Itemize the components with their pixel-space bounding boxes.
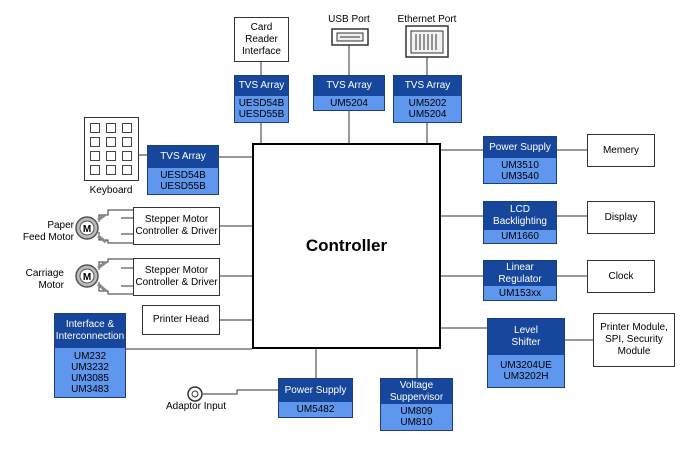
part-number: UESD54B — [238, 98, 285, 109]
keyboard-icon — [84, 117, 139, 181]
adaptor-input-icon — [187, 386, 203, 402]
motor-icon: M — [75, 261, 107, 293]
part-number: UM3510 — [501, 159, 539, 171]
motor-icon: M — [75, 214, 107, 244]
part-number: UESD55B — [160, 181, 206, 192]
controller: Controller — [252, 143, 441, 349]
block-title: TVS Array — [314, 76, 384, 96]
paper-feed-motor-label: Paper Feed Motor — [22, 220, 74, 243]
part-number: UM1660 — [501, 231, 539, 242]
stepper-motor-controller-2: Stepper Motor Controller & Driver — [133, 258, 220, 296]
part-number: UM3540 — [501, 170, 539, 182]
part-number: UM3232 — [71, 361, 109, 373]
printer-module-box: Printer Module, SPI, Security Module — [593, 313, 675, 367]
stepper-motor-controller-1: Stepper Motor Controller & Driver — [133, 207, 220, 245]
usb-port-icon — [331, 28, 369, 46]
part-number: UM153xx — [498, 287, 542, 299]
part-number: UM3085 — [71, 372, 109, 384]
block-title: Level Shifter — [488, 319, 564, 355]
ethernet-port-icon — [405, 25, 449, 58]
block-title: TVS Array — [148, 146, 218, 168]
adaptor-input-label: Adaptor Input — [165, 401, 227, 412]
power-supply-right: Power Supply UM3510 UM3540 — [483, 136, 557, 184]
level-shifter: Level Shifter UM3204UE UM3202H — [487, 318, 565, 388]
part-number: UM3483 — [71, 383, 109, 395]
part-number: UM5204 — [408, 109, 447, 120]
block-title: Linear Regulator — [484, 261, 556, 286]
linear-regulator: Linear Regulator UM153xx — [483, 260, 557, 301]
part-number: UM232 — [73, 350, 107, 362]
block-title: Voltage Suppervisor — [381, 379, 452, 404]
block-title: LCD Backlighting — [484, 202, 556, 230]
power-supply-bottom: Power Supply UM5482 — [278, 378, 353, 418]
part-number: UM810 — [400, 417, 433, 428]
block-title: Power Supply — [279, 379, 352, 402]
tvs-array-card-reader: TVS Array UESD54B UESD55B — [234, 75, 289, 123]
part-number: UM809 — [400, 406, 433, 417]
carriage-motor-label: Carriage Motor — [25, 268, 64, 291]
part-number: UM5482 — [296, 404, 335, 415]
block-title: TVS Array — [394, 76, 461, 96]
part-number: UESD55B — [238, 109, 285, 120]
tvs-array-ethernet: TVS Array UM5202 UM5204 — [393, 75, 462, 123]
usb-port-label: USB Port — [328, 14, 370, 25]
voltage-supervisor: Voltage Suppervisor UM809 UM810 — [380, 378, 453, 431]
card-reader-interface: Card Reader Interface — [234, 17, 289, 62]
part-number: UM5204 — [330, 97, 368, 109]
block-title: Power Supply — [484, 137, 556, 158]
memery-box: Memery — [587, 134, 655, 167]
tvs-array-keyboard: TVS Array UESD54B UESD55B — [147, 145, 219, 195]
part-number: UESD54B — [160, 170, 206, 181]
tvs-array-usb: TVS Array UM5204 — [313, 75, 385, 111]
printer-head: Printer Head — [142, 305, 220, 335]
interface-interconnection: Interface & Interconnection UM232 UM3232… — [54, 313, 126, 398]
lcd-backlighting: LCD Backlighting UM1660 — [483, 201, 557, 244]
svg-text:M: M — [83, 224, 91, 235]
keyboard-label: Keyboard — [89, 185, 133, 196]
block-title: TVS Array — [235, 76, 288, 96]
block-title: Interface & Interconnection — [55, 314, 125, 348]
svg-text:M: M — [83, 272, 91, 283]
part-number: UM3202H — [503, 371, 549, 382]
part-number: UM5202 — [408, 98, 447, 109]
clock-box: Clock — [587, 260, 655, 293]
ethernet-port-label: Ethernet Port — [397, 14, 457, 25]
display-box: Display — [587, 201, 655, 234]
part-number: UM3204UE — [500, 360, 552, 371]
